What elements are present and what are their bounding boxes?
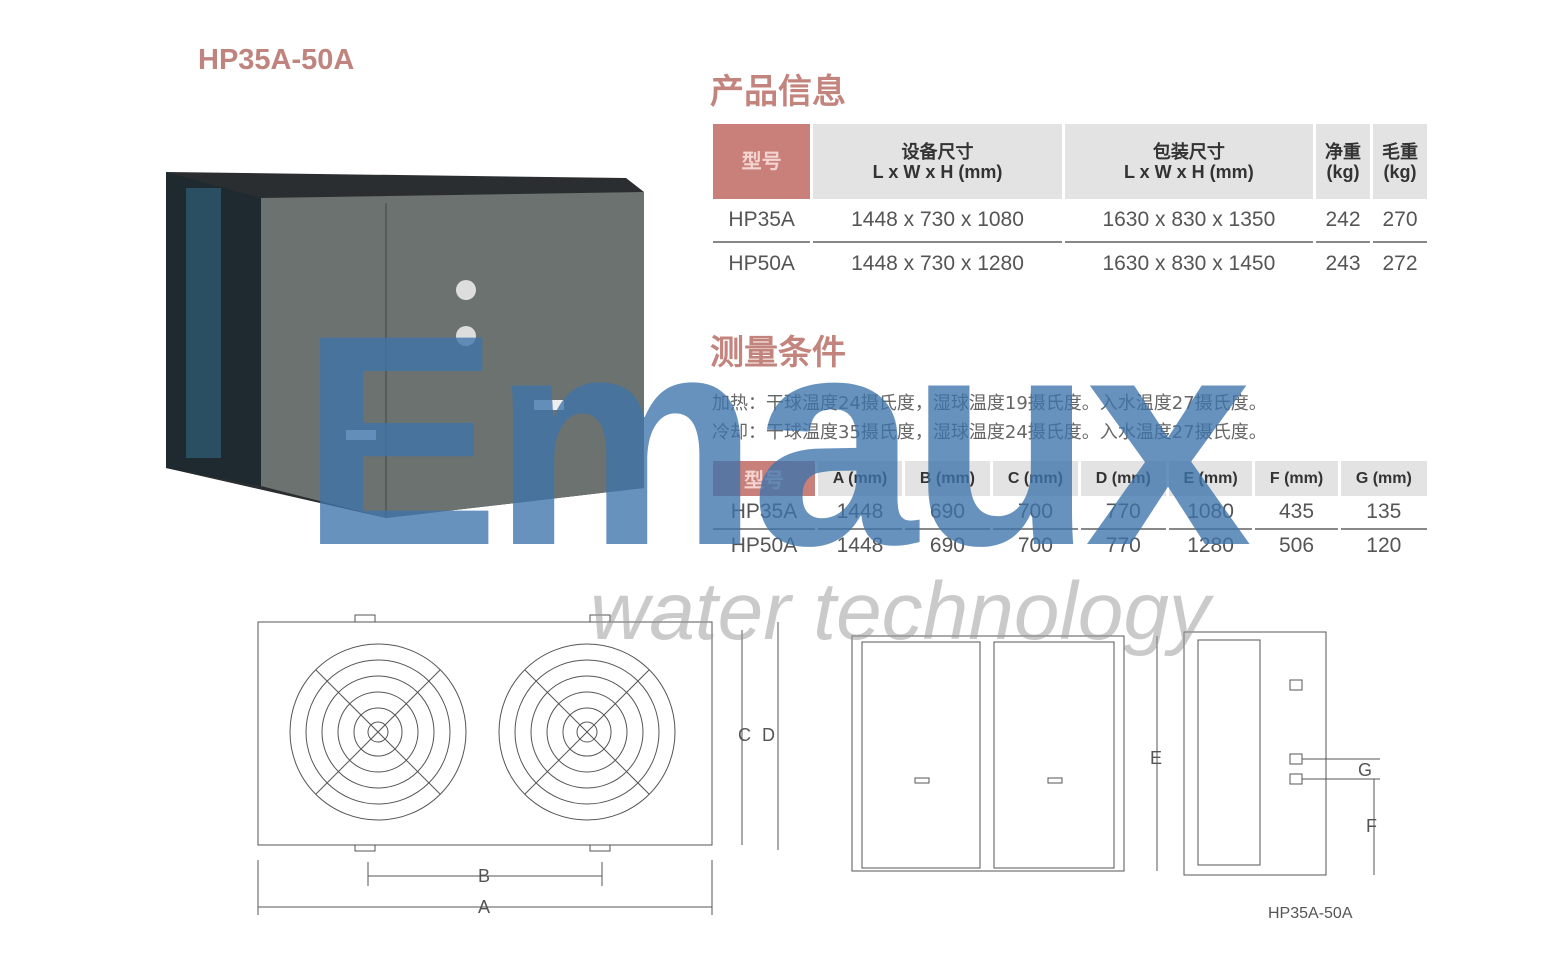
label-b: B: [478, 866, 490, 886]
top-view-drawing: [257, 614, 779, 915]
label-f: F: [1366, 816, 1377, 836]
drawing-caption: HP35A-50A: [1268, 905, 1353, 922]
label-e: E: [1150, 748, 1162, 768]
fan-grille-right: [498, 643, 676, 821]
header-gross: 毛重(kg): [1372, 124, 1427, 199]
label-a: A: [478, 897, 490, 917]
fan-grille-left: [289, 643, 467, 821]
heating-condition: 加热：干球温度24摄氏度，湿球温度19摄氏度。入水温度27摄氏度。: [712, 393, 1267, 414]
header-net: 净重(kg): [1316, 124, 1370, 199]
heat-pump-photo: [166, 172, 644, 518]
label-d: D: [762, 725, 775, 745]
header-model: 型号: [713, 124, 811, 199]
dimension-drawings: B A C D E F G HP35A-50A: [257, 614, 1380, 922]
watermark-logo: Emaux: [300, 272, 1252, 608]
conditions-heading: 测量条件: [710, 333, 846, 373]
product-title: HP35A-50A: [198, 44, 355, 76]
product-info-heading: 产品信息: [710, 72, 846, 112]
side-view-drawing: [1183, 631, 1380, 876]
front-view-drawing: [851, 635, 1158, 872]
watermark-tagline: water technology: [590, 566, 1210, 657]
label-c: C: [738, 725, 751, 745]
label-g: G: [1358, 760, 1372, 780]
cooling-condition: 冷却：干球温度35摄氏度，湿球温度24摄氏度。入水温度27摄氏度。: [712, 422, 1267, 443]
